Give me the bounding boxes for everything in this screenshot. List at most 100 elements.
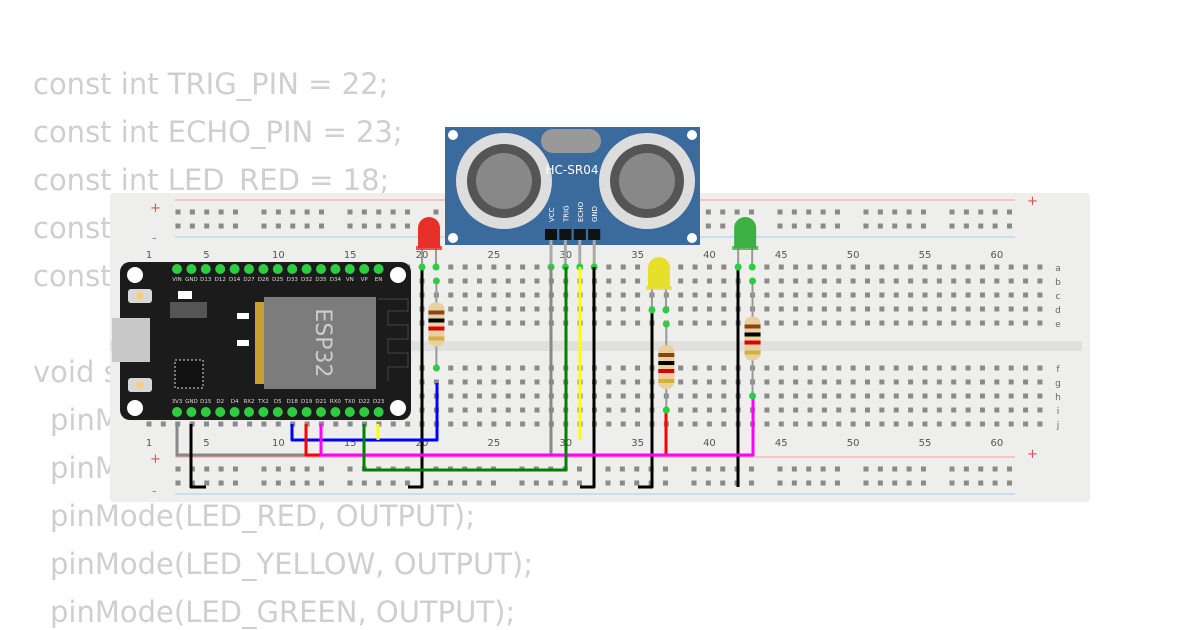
rail-hole[interactable]: [777, 466, 783, 472]
red-led[interactable]: [416, 217, 443, 271]
breadboard-hole[interactable]: [678, 320, 684, 326]
rail-hole[interactable]: [347, 209, 353, 215]
rail-hole[interactable]: [304, 209, 310, 215]
breadboard-hole[interactable]: [1037, 379, 1043, 385]
rail-hole[interactable]: [175, 480, 181, 486]
resistor[interactable]: [428, 277, 445, 372]
breadboard-hole[interactable]: [793, 365, 799, 371]
breadboard-hole[interactable]: [1037, 292, 1043, 298]
breadboard-hole[interactable]: [448, 421, 454, 427]
rail-hole[interactable]: [290, 209, 296, 215]
rail-hole[interactable]: [404, 209, 410, 215]
rail-hole[interactable]: [863, 466, 869, 472]
rail-hole[interactable]: [705, 209, 711, 215]
breadboard-hole[interactable]: [807, 278, 813, 284]
breadboard-hole[interactable]: [936, 320, 942, 326]
breadboard-hole[interactable]: [721, 306, 727, 312]
esp32-pin[interactable]: [258, 264, 269, 274]
breadboard-hole[interactable]: [505, 292, 511, 298]
breadboard-hole[interactable]: [893, 292, 899, 298]
rail-hole[interactable]: [877, 209, 883, 215]
wire-black-yellow-led[interactable]: [638, 310, 654, 489]
rail-hole[interactable]: [892, 480, 898, 486]
breadboard-hole[interactable]: [951, 320, 957, 326]
breadboard-hole[interactable]: [1008, 365, 1014, 371]
rail-hole[interactable]: [232, 223, 238, 229]
breadboard-hole[interactable]: [635, 379, 641, 385]
breadboard-hole[interactable]: [534, 407, 540, 413]
breadboard-hole[interactable]: [994, 379, 1000, 385]
esp32-pin[interactable]: [301, 407, 312, 417]
rail-hole[interactable]: [218, 466, 224, 472]
rail-hole[interactable]: [1006, 466, 1012, 472]
esp32-pin[interactable]: [330, 407, 341, 417]
breadboard-hole[interactable]: [879, 379, 885, 385]
rail-hole[interactable]: [806, 466, 812, 472]
rail-hole[interactable]: [204, 223, 210, 229]
breadboard-hole[interactable]: [850, 264, 856, 270]
rail-hole[interactable]: [949, 209, 955, 215]
rail-hole[interactable]: [992, 480, 998, 486]
rail-hole[interactable]: [978, 223, 984, 229]
breadboard-hole[interactable]: [778, 320, 784, 326]
esp32-pin[interactable]: [186, 264, 197, 274]
breadboard-hole[interactable]: [994, 320, 1000, 326]
breadboard-hole[interactable]: [979, 278, 985, 284]
breadboard-hole[interactable]: [821, 306, 827, 312]
rail-hole[interactable]: [261, 466, 267, 472]
breadboard-hole[interactable]: [807, 407, 813, 413]
breadboard-hole[interactable]: [477, 393, 483, 399]
breadboard-hole[interactable]: [865, 379, 870, 385]
breadboard-hole[interactable]: [534, 264, 540, 270]
rail-hole[interactable]: [963, 209, 969, 215]
breadboard-hole[interactable]: [160, 421, 166, 427]
rail-hole[interactable]: [605, 466, 611, 472]
breadboard-hole[interactable]: [477, 278, 483, 284]
breadboard-hole[interactable]: [678, 278, 684, 284]
breadboard-hole[interactable]: [778, 306, 784, 312]
breadboard-hole[interactable]: [505, 365, 511, 371]
breadboard-hole[interactable]: [879, 393, 885, 399]
breadboard-hole[interactable]: [635, 306, 641, 312]
breadboard-hole[interactable]: [520, 379, 526, 385]
rail-hole[interactable]: [720, 223, 726, 229]
rail-hole[interactable]: [376, 223, 382, 229]
esp32-pin[interactable]: [373, 407, 384, 417]
breadboard-hole[interactable]: [778, 292, 784, 298]
esp32-pin[interactable]: [344, 407, 355, 417]
rail-hole[interactable]: [892, 209, 898, 215]
rail-hole[interactable]: [318, 223, 324, 229]
breadboard-hole[interactable]: [635, 407, 641, 413]
rail-hole[interactable]: [877, 480, 883, 486]
breadboard-hole[interactable]: [951, 421, 957, 427]
breadboard-hole[interactable]: [821, 365, 827, 371]
breadboard-hole[interactable]: [893, 365, 899, 371]
esp32-pin[interactable]: [258, 407, 269, 417]
breadboard-hole[interactable]: [965, 306, 971, 312]
rail-hole[interactable]: [347, 223, 353, 229]
rail-hole[interactable]: [992, 223, 998, 229]
breadboard-hole[interactable]: [807, 264, 813, 270]
resistor[interactable]: [658, 320, 675, 414]
breadboard-hole[interactable]: [821, 379, 827, 385]
breadboard-hole[interactable]: [721, 393, 727, 399]
breadboard-hole[interactable]: [778, 264, 784, 270]
rail-hole[interactable]: [705, 480, 711, 486]
breadboard-hole[interactable]: [936, 407, 942, 413]
rail-hole[interactable]: [404, 480, 410, 486]
breadboard-hole[interactable]: [922, 379, 928, 385]
breadboard-hole[interactable]: [994, 393, 1000, 399]
rail-hole[interactable]: [361, 480, 367, 486]
breadboard-hole[interactable]: [534, 292, 540, 298]
rail-hole[interactable]: [390, 480, 396, 486]
esp32-pin[interactable]: [244, 407, 254, 417]
breadboard-hole[interactable]: [879, 421, 885, 427]
breadboard-hole[interactable]: [865, 320, 870, 326]
esp32-pin[interactable]: [229, 407, 240, 417]
breadboard-hole[interactable]: [620, 421, 626, 427]
rail-hole[interactable]: [720, 466, 726, 472]
breadboard-hole[interactable]: [721, 379, 727, 385]
breadboard-hole[interactable]: [1023, 264, 1029, 270]
wire-black-gnd[interactable]: [189, 424, 206, 489]
breadboard-hole[interactable]: [462, 278, 468, 284]
